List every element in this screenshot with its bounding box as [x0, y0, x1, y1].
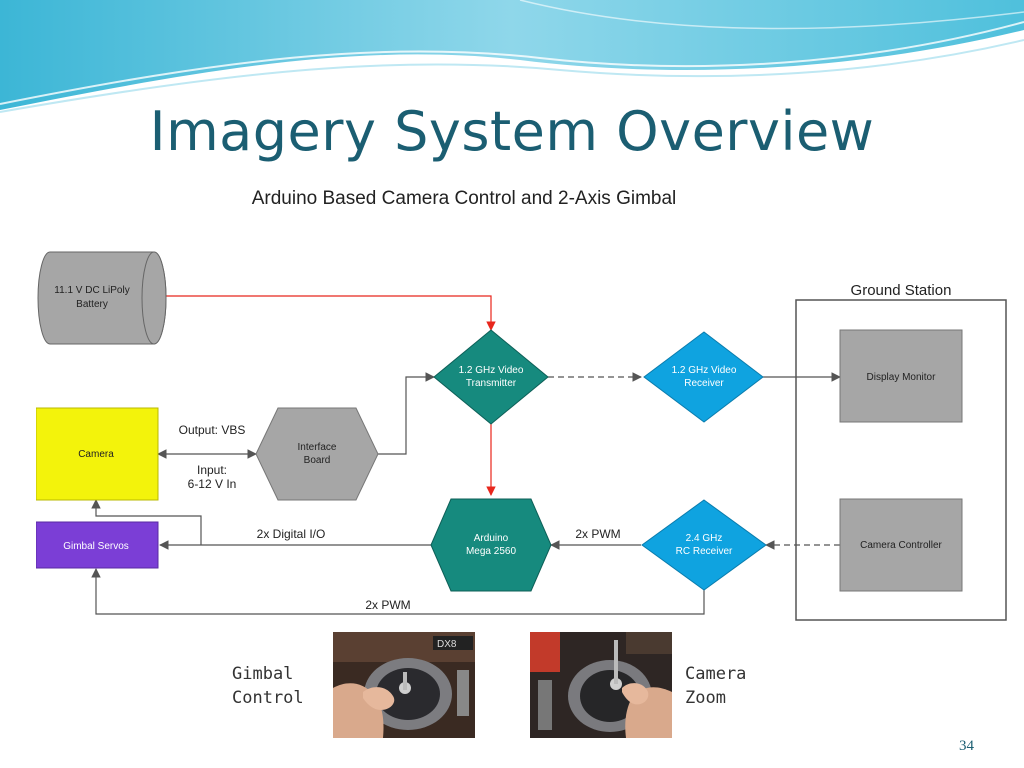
ground-station-label: Ground Station: [851, 282, 952, 299]
svg-text:DX8: DX8: [437, 639, 457, 650]
label-input-1: Input:: [197, 463, 227, 477]
edges: [91, 295, 841, 615]
label-pwm-bottom: 2x PWM: [365, 598, 410, 612]
video-receiver-node: 1.2 GHz Video Receiver: [643, 331, 764, 423]
gimbal-control-photo: DX8: [333, 632, 475, 738]
label-output-vbs: Output: VBS: [179, 423, 246, 437]
svg-text:11.1 V DC LiPoly: 11.1 V DC LiPoly: [54, 285, 129, 296]
edge-interface-tx: [378, 372, 435, 455]
gimbal-servos-node: Gimbal Servos: [36, 521, 159, 569]
svg-text:Camera: Camera: [78, 449, 114, 460]
svg-text:RC Receiver: RC Receiver: [676, 546, 733, 557]
slide-title: Imagery System Overview: [149, 100, 875, 163]
svg-text:Board: Board: [304, 455, 331, 466]
rc-receiver-node: 2.4 GHz RC Receiver: [641, 499, 767, 591]
svg-text:Transmitter: Transmitter: [466, 378, 517, 389]
display-monitor-node: Display Monitor: [839, 329, 963, 423]
camera-node: Camera: [36, 407, 159, 501]
interface-board-node: Interface Board: [255, 407, 379, 501]
svg-text:Mega 2560: Mega 2560: [466, 546, 516, 557]
header-wave: [0, 0, 1024, 113]
svg-text:1.2 GHz Video: 1.2 GHz Video: [459, 365, 524, 376]
svg-text:Gimbal Servos: Gimbal Servos: [63, 541, 129, 552]
svg-text:Receiver: Receiver: [684, 378, 724, 389]
svg-text:Display Monitor: Display Monitor: [867, 372, 937, 383]
camera-zoom-photo: [530, 632, 672, 738]
arduino-node: Arduino Mega 2560: [430, 498, 552, 592]
label-pwm-top: 2x PWM: [575, 527, 620, 541]
system-diagram: Arduino Based Camera Control and 2-Axis …: [36, 188, 1007, 621]
label-digital-io: 2x Digital I/O: [257, 527, 326, 541]
edge-rcrx-gimbal: [91, 568, 705, 615]
gimbal-control-caption: Gimbal Control: [232, 664, 304, 708]
edge-battery-tx: [166, 295, 496, 331]
ground-station-frame: [795, 299, 1007, 621]
svg-text:Battery: Battery: [76, 299, 108, 310]
video-transmitter-node: 1.2 GHz Video Transmitter: [433, 329, 549, 425]
battery-node: 11.1 V DC LiPoly Battery: [37, 251, 167, 345]
svg-text:Camera Controller: Camera Controller: [860, 540, 942, 551]
diagram-title: Arduino Based Camera Control and 2-Axis …: [252, 188, 677, 209]
svg-text:2.4 GHz: 2.4 GHz: [686, 533, 723, 544]
svg-text:Interface: Interface: [298, 442, 337, 453]
page-number: 34: [959, 738, 974, 754]
svg-text:Arduino: Arduino: [474, 533, 509, 544]
camera-zoom-caption: Camera Zoom: [685, 664, 747, 708]
camera-controller-node: Camera Controller: [839, 498, 963, 592]
edge-branch-camera: [91, 499, 202, 545]
svg-text:1.2 GHz Video: 1.2 GHz Video: [672, 365, 737, 376]
label-input-2: 6-12 V In: [188, 477, 237, 491]
